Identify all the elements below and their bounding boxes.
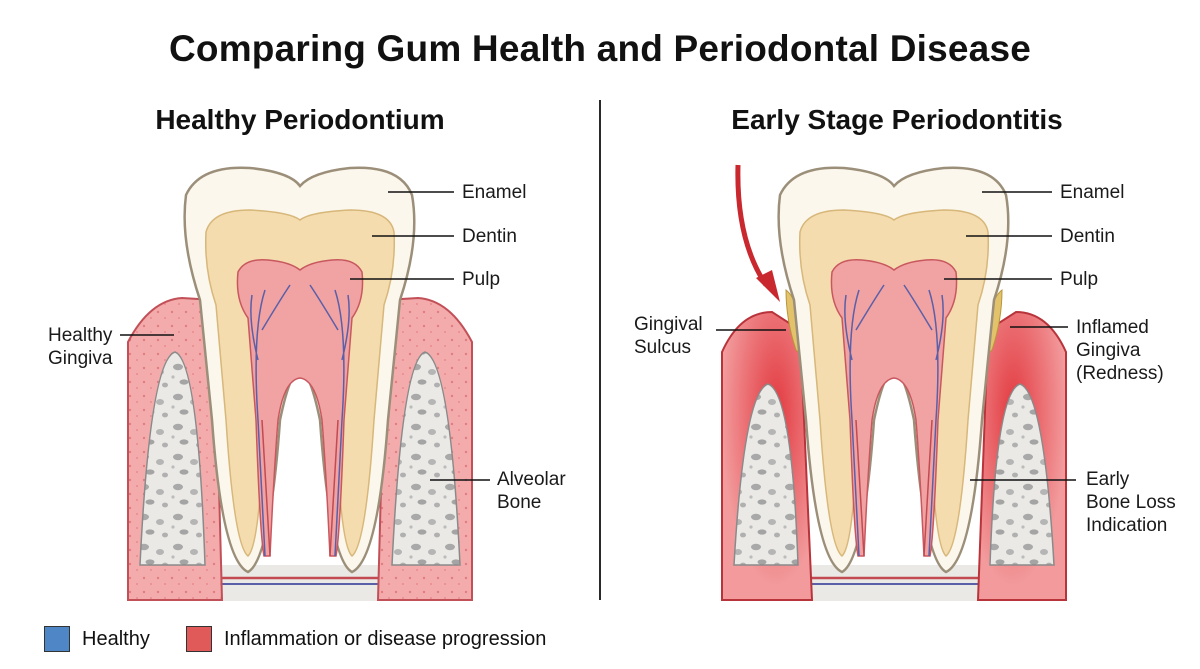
legend-swatch-inflammation — [186, 626, 212, 652]
label-healthy-gingiva: Healthy Gingiva — [48, 324, 112, 370]
label-alveolar-bone-line2: Bone — [497, 492, 542, 513]
label-gingival-sulcus-line1: Gingival — [634, 314, 703, 335]
label-alveolar-bone: Alveolar Bone — [497, 468, 566, 514]
legend-label-healthy: Healthy — [82, 627, 150, 650]
alveolar-bone-left — [139, 351, 206, 566]
left-panel-title: Healthy Periodontium — [155, 104, 445, 135]
label-alveolar-bone-line1: Alveolar — [497, 469, 566, 490]
label-early-bone-loss-line3: Indication — [1086, 515, 1168, 536]
alveolar-bone-right — [391, 351, 461, 566]
right-leader-lines — [716, 191, 1076, 481]
legend-label-inflammation: Inflammation or disease progression — [224, 627, 547, 650]
label-dentin-right: Dentin — [1060, 226, 1115, 247]
legend-item-inflammation: Inflammation or disease progression — [186, 624, 546, 654]
label-healthy-gingiva-line2: Gingiva — [48, 348, 113, 369]
panel-divider — [599, 100, 601, 600]
label-early-bone-loss: Early Bone Loss Indication — [1086, 468, 1176, 537]
label-pulp-right: Pulp — [1060, 269, 1099, 290]
left-leader-lines — [120, 191, 490, 481]
label-inflamed-gingiva-line2: Gingiva — [1076, 340, 1141, 361]
bone-right-receded — [989, 383, 1055, 566]
label-pulp-left: Pulp — [462, 269, 501, 290]
periodontitis-tooth-diagram — [721, 164, 1067, 601]
label-early-bone-loss-line2: Bone Loss — [1086, 492, 1176, 513]
label-early-bone-loss-line1: Early — [1086, 469, 1130, 490]
dentin — [204, 209, 396, 557]
label-enamel-left: Enamel — [462, 182, 527, 203]
label-inflamed-gingiva-line3: (Redness) — [1076, 363, 1164, 384]
bone-left-receded — [733, 383, 799, 566]
label-gingival-sulcus-line2: Sulcus — [634, 337, 692, 358]
legend-item-healthy: Healthy — [44, 624, 150, 654]
label-enamel-right: Enamel — [1060, 182, 1125, 203]
label-gingival-sulcus: Gingival Sulcus — [634, 313, 703, 359]
label-inflamed-gingiva: Inflamed Gingiva (Redness) — [1076, 316, 1164, 385]
page-title: Comparing Gum Health and Periodontal Dis… — [168, 28, 1032, 69]
label-dentin-left: Dentin — [462, 226, 517, 247]
disease-arrow — [735, 164, 769, 287]
label-inflamed-gingiva-line1: Inflamed — [1076, 317, 1149, 338]
legend-swatch-healthy — [44, 626, 70, 652]
healthy-tooth-diagram — [127, 166, 473, 601]
pulp — [236, 259, 364, 557]
label-healthy-gingiva-line1: Healthy — [48, 325, 113, 346]
right-panel-title: Early Stage Periodontitis — [731, 104, 1063, 135]
